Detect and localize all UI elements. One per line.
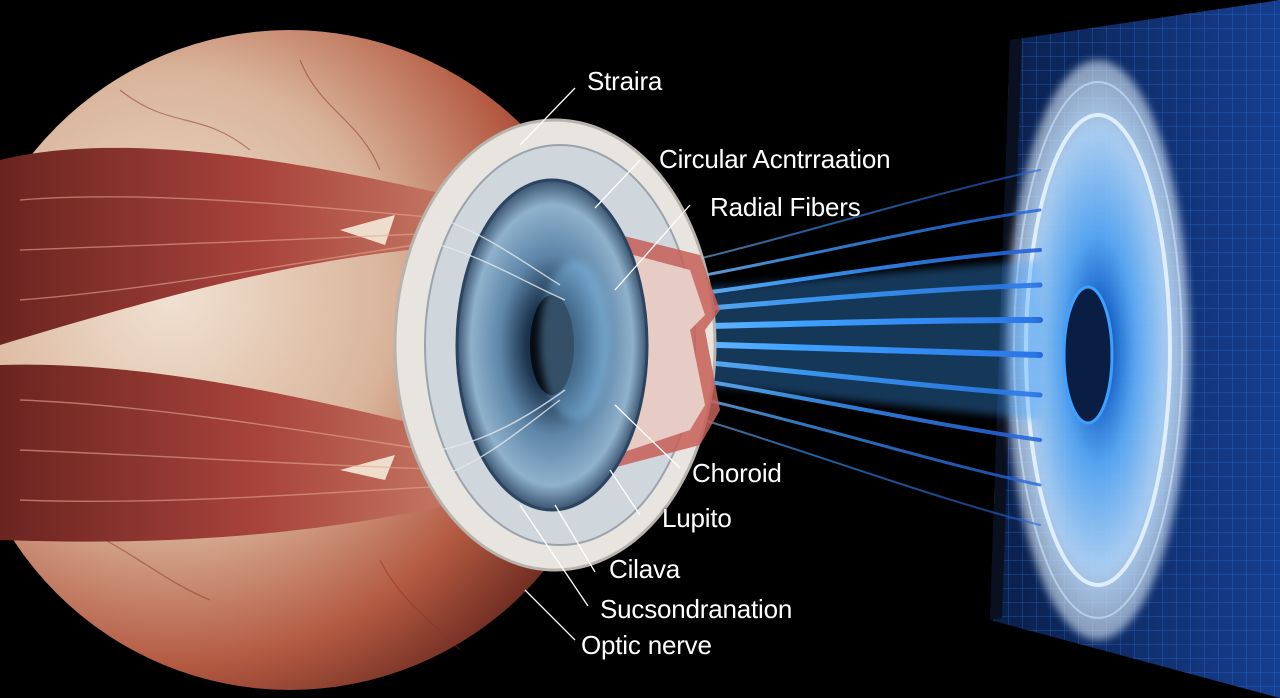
holographic-iris — [1006, 60, 1190, 640]
label-straira: Straira — [587, 66, 663, 96]
label-optic-nerve: Optic nerve — [581, 630, 712, 660]
label-choroid: Choroid — [692, 458, 782, 488]
leader-lines — [519, 87, 691, 641]
iris — [455, 178, 649, 512]
suspensory-fibers — [429, 214, 566, 481]
label-lupito: Lupito — [662, 503, 732, 533]
eye-muscles — [0, 147, 480, 542]
label-radial-fibers: Radial Fibers — [710, 192, 861, 222]
label-circular: Circular Acntrraation — [659, 144, 891, 174]
label-cilava: Cilava — [609, 554, 681, 584]
label-sucsondranation: Sucsondranation — [600, 594, 793, 624]
